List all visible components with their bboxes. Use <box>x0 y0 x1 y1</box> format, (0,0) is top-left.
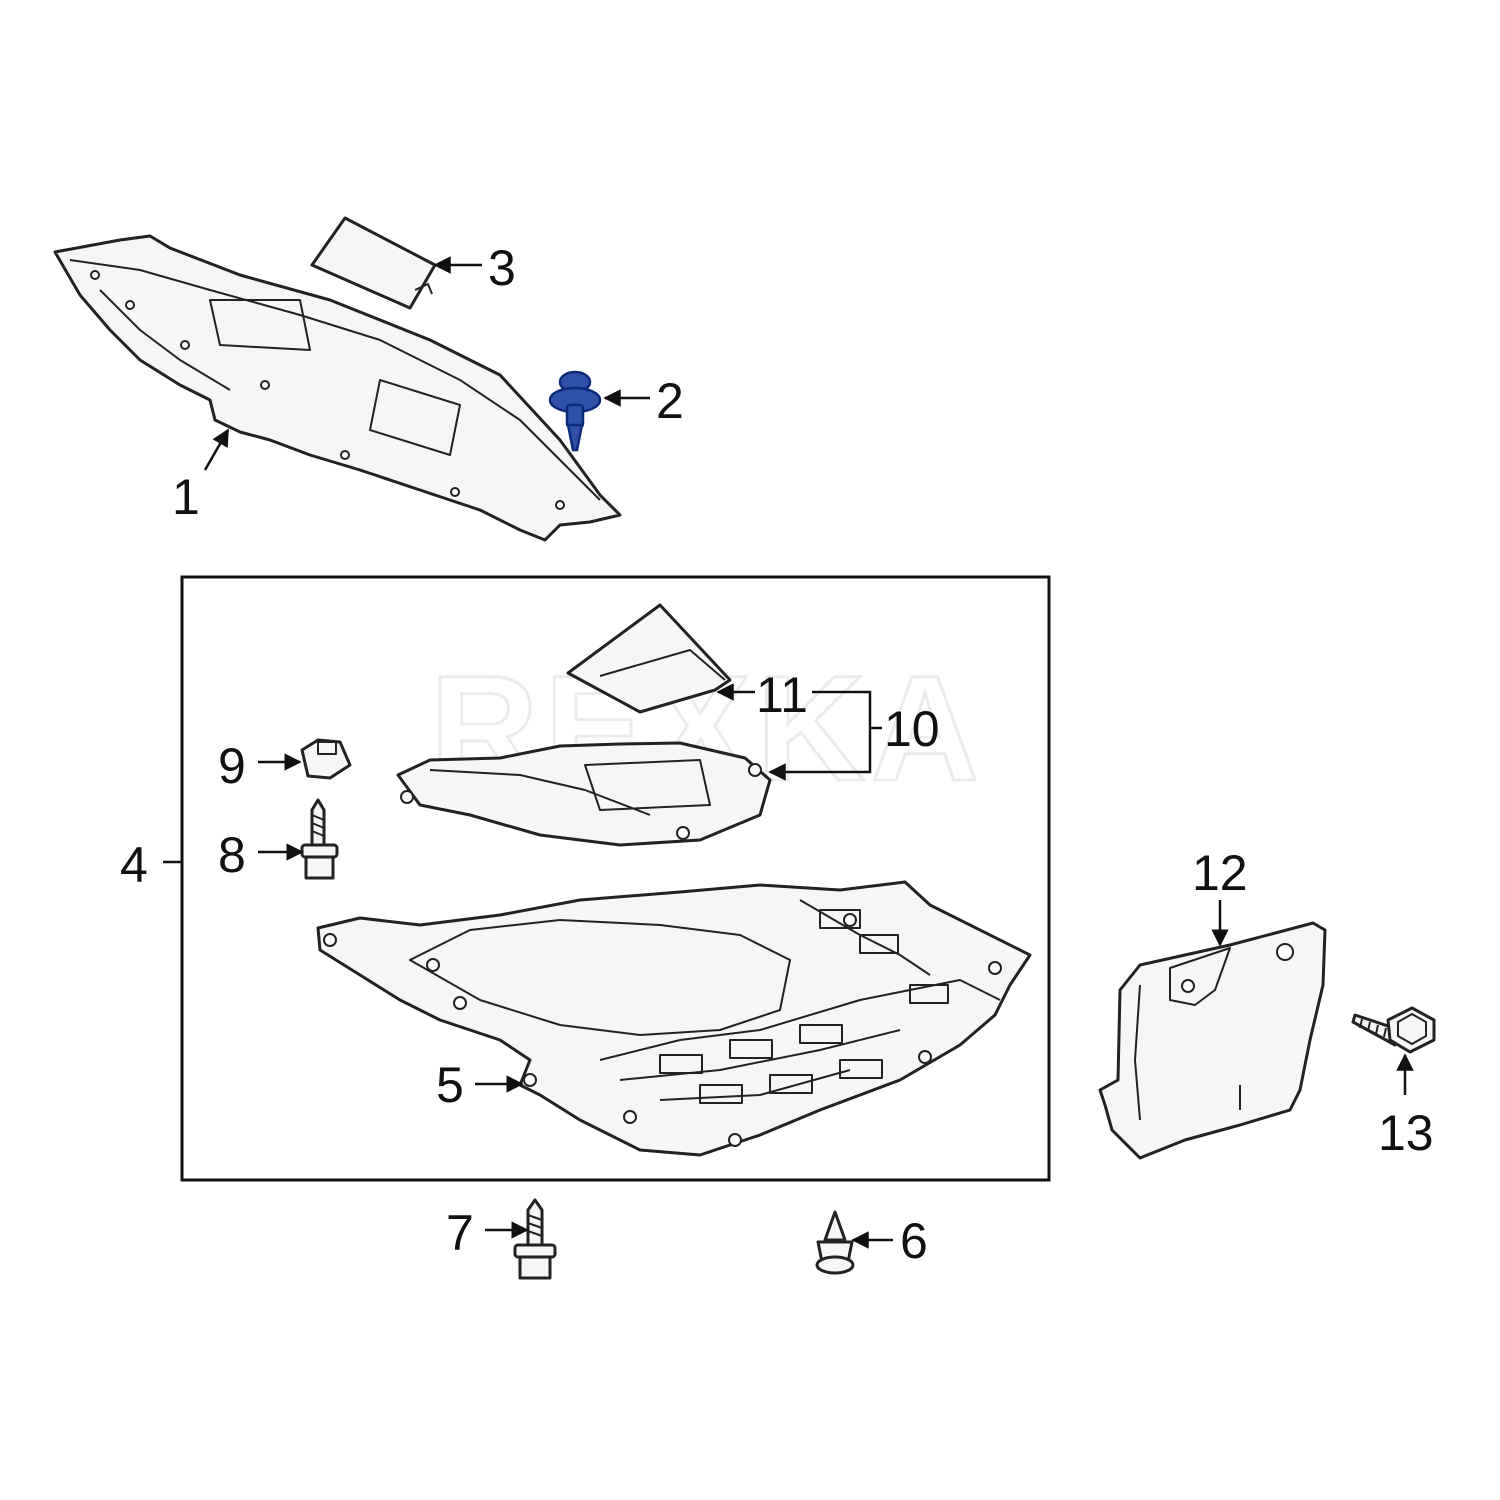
part-1-upper-shield <box>53 234 622 542</box>
part-10-service-cover <box>396 741 772 847</box>
callout-1: 1 <box>172 469 200 525</box>
callout-9: 9 <box>218 738 246 794</box>
callout-7: 7 <box>446 1205 474 1261</box>
callout-8: 8 <box>218 827 246 883</box>
part-9-clip-nut <box>300 738 352 780</box>
assembly-group-box <box>180 575 1051 1182</box>
part-7-bolt <box>513 1198 557 1280</box>
callout-11: 11 <box>756 667 808 723</box>
part-3-label-plate <box>310 216 437 310</box>
push-clip-tip <box>566 423 584 452</box>
leader-1 <box>203 428 230 471</box>
callout-2: 2 <box>656 373 684 429</box>
part-6-retainer <box>815 1210 855 1275</box>
part-12-side-shield <box>1098 921 1327 1160</box>
part-5-lower-shield <box>316 880 1032 1157</box>
callout-6: 6 <box>900 1213 928 1269</box>
callout-10: 10 <box>884 701 940 757</box>
push-clip-shank <box>565 403 585 429</box>
callout-labels: 1 2 3 4 5 6 7 8 9 10 11 12 13 <box>120 240 1434 1269</box>
part-13-screw <box>1351 1006 1436 1054</box>
leader-lines <box>163 256 1414 1249</box>
callout-13: 13 <box>1378 1105 1434 1161</box>
callout-5: 5 <box>436 1057 464 1113</box>
leader-10-bracket <box>768 690 872 781</box>
callout-12: 12 <box>1192 845 1248 901</box>
part-2-push-clip <box>548 370 602 452</box>
part-8-bolt <box>300 798 339 880</box>
callout-4: 4 <box>120 837 148 893</box>
callout-3: 3 <box>488 240 516 296</box>
